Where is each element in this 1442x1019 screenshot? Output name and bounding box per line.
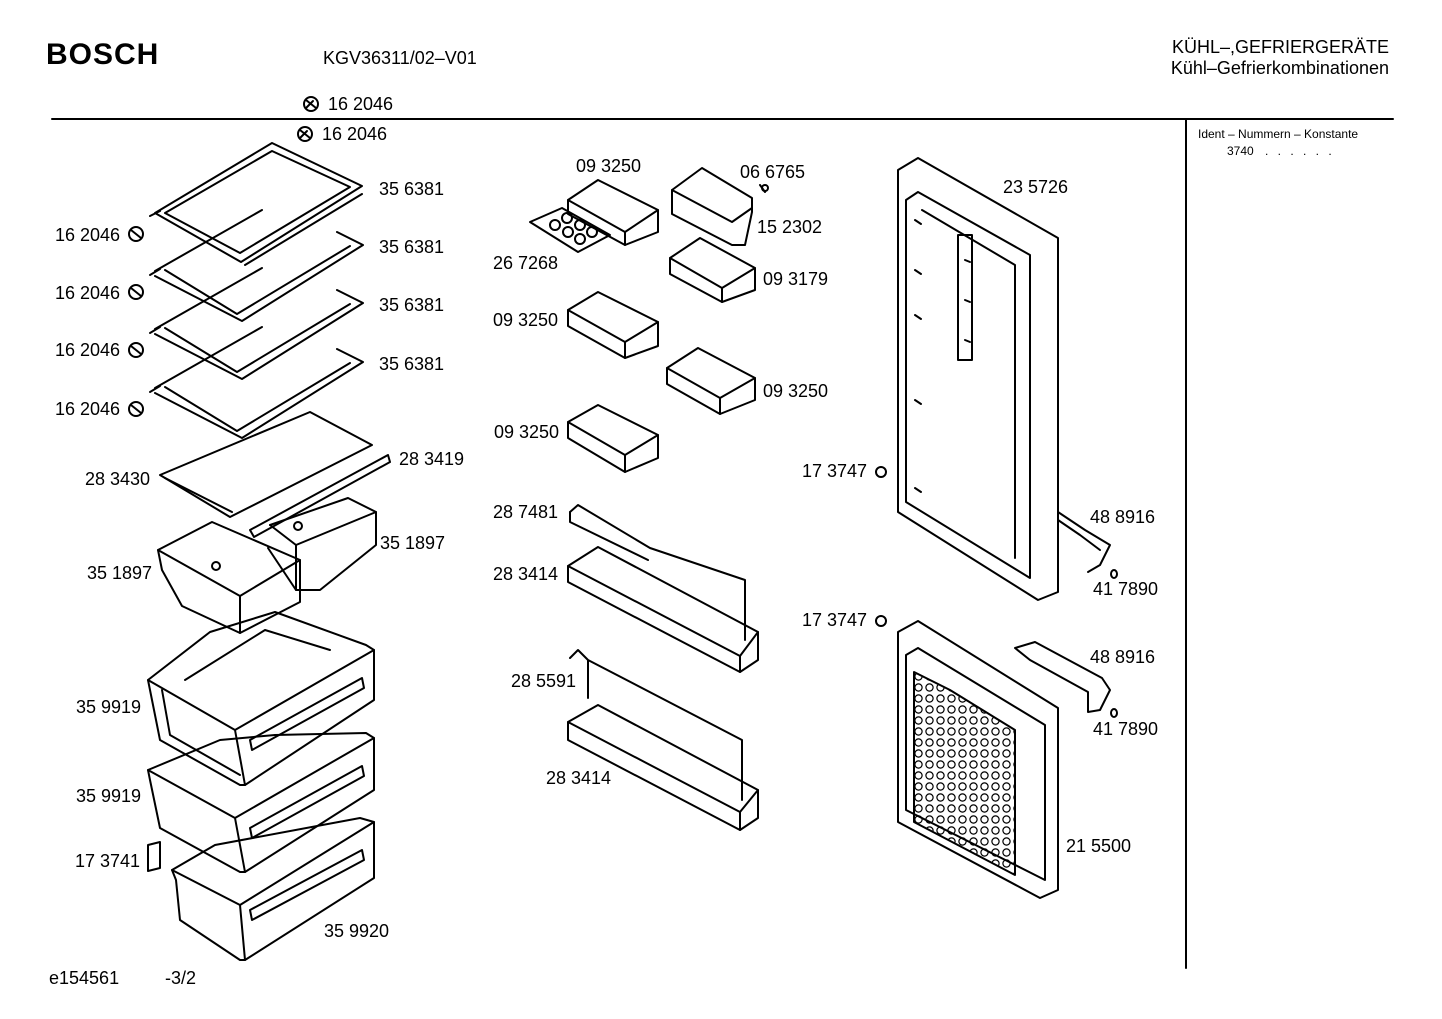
shelf-clip-icon [128,226,144,417]
part-label: 09 3250 [494,422,560,442]
clip-icon [147,841,161,872]
vegetable-drawer [147,732,375,873]
glass-shelf [149,142,363,266]
part-label: 35 9920 [324,921,390,941]
vegetable-drawer [147,611,375,786]
part-label: 35 1897 [87,563,153,583]
part-label: 35 6381 [379,354,445,374]
door-bin [666,347,756,415]
part-label: 35 6381 [379,295,445,315]
part-label: 23 5726 [1003,177,1069,197]
glass-shelf [149,209,364,322]
shelf-clip-icon [297,96,319,142]
part-label: 09 3250 [493,310,559,330]
glass-shelf [149,326,364,439]
door-bin [567,404,659,473]
part-label: 26 7268 [493,253,559,273]
dairy-compartment [671,167,766,246]
drawing-code: e154561 [49,968,120,988]
part-label: 28 3419 [399,449,465,469]
part-label: 17 3747 [802,461,868,481]
bottle-rack [567,504,759,673]
category-title: KÜHL–,GEFRIERGERÄTE [1171,37,1389,57]
category-subtitle: Kühl–Gefrierkombinationen [1170,58,1389,78]
part-label: 09 3179 [763,269,829,289]
glass-shelf [149,267,364,380]
part-label: 16 2046 [55,283,121,303]
part-label: 41 7890 [1093,579,1159,599]
door-handle [1014,641,1111,713]
ident-title: Ident – Nummern – Konstante [1198,127,1359,141]
part-label: 35 9919 [76,697,142,717]
part-label: 09 3250 [576,156,642,176]
part-label: 17 3741 [75,851,141,871]
part-label: 35 6381 [379,179,445,199]
part-label: 35 6381 [379,237,445,257]
fridge-door [897,157,1059,601]
brand-logo: BOSCH [46,38,160,71]
part-label: 16 2046 [55,225,121,245]
freezer-drawer [171,817,375,961]
ident-value: 3740 [1227,144,1254,158]
part-label: 16 2046 [322,124,388,144]
part-label: 16 2046 [55,340,121,360]
part-label: 28 7481 [493,502,559,522]
part-label: 21 5500 [1066,836,1132,856]
part-label: 17 3747 [802,610,868,630]
part-label: 41 7890 [1093,719,1159,739]
crisper-cover-plate [159,411,391,538]
part-label: 16 2046 [328,94,394,114]
part-label: 48 8916 [1090,647,1156,667]
part-label: 28 3430 [85,469,151,489]
part-label: 09 3250 [763,381,829,401]
small-drawer [267,497,377,591]
model-number: KGV36311/02–V01 [323,48,477,68]
part-label: 35 1897 [380,533,446,553]
small-drawer [157,521,301,634]
ident-dots: . . . . . . [1265,144,1335,158]
page-number: -3/2 [165,968,197,988]
part-label: 15 2302 [757,217,823,237]
door-bin [567,291,659,359]
part-label: 35 9919 [76,786,142,806]
part-label: 16 2046 [55,399,121,419]
part-label: 06 6765 [740,162,806,182]
egg-tray [529,207,611,253]
part-label: 28 3414 [493,564,559,584]
door-handle [1057,511,1111,573]
part-label: 28 5591 [511,671,577,691]
part-label: 48 8916 [1090,507,1156,527]
part-label: 28 3414 [546,768,612,788]
bottle-rack [567,649,759,831]
screw-icon [761,184,1118,718]
freezer-door [897,620,1059,899]
door-bin [669,237,756,303]
